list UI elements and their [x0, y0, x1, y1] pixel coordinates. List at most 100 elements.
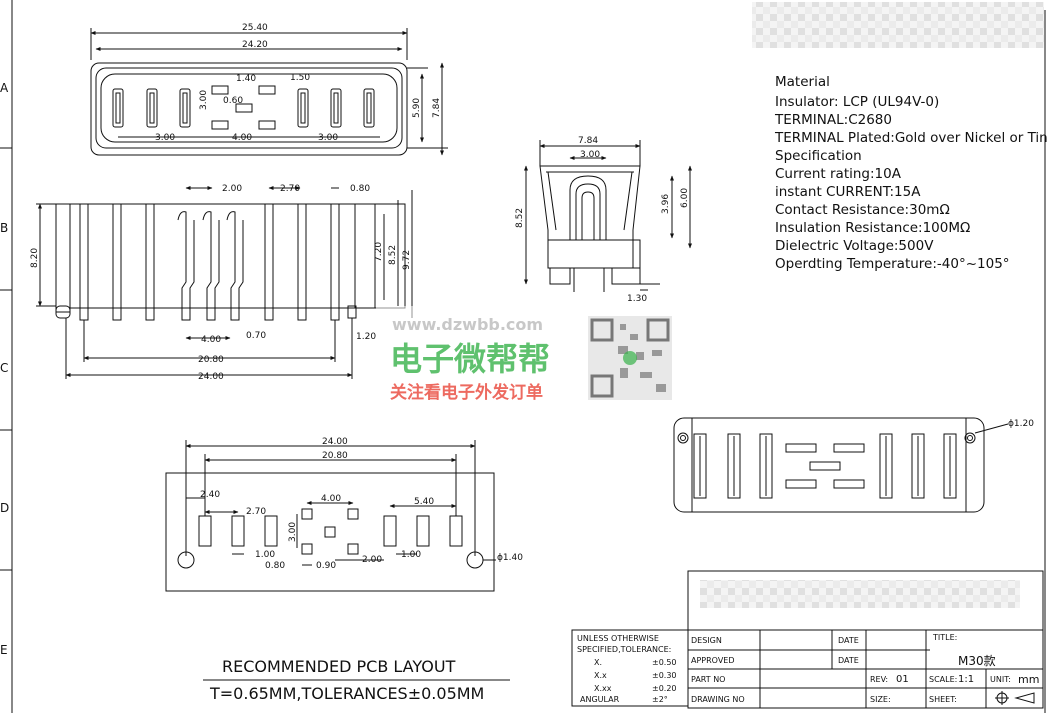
tolerance-label: X.x [594, 671, 607, 680]
spec-line: TERMINAL:C2680 [774, 112, 892, 128]
label-design: DESIGN [691, 636, 722, 645]
title-value: M30款 [958, 654, 996, 668]
spec-line: Material [775, 74, 830, 90]
spec-line: Contact Resistance:30mΩ [775, 202, 950, 218]
dim-20-80: 20.80 [198, 355, 224, 365]
dim-2-70-pcb: 2.70 [246, 507, 266, 517]
tolerance-value: ±2° [652, 695, 668, 704]
label-date-1: DATE [838, 636, 859, 645]
dim-hole-1-20: ϕ1.20 [1008, 419, 1034, 429]
dim-1-40: 1.40 [236, 74, 256, 84]
spec-line: Dielectric Voltage:500V [775, 238, 934, 254]
dim-3-00-pcb: 3.00 [288, 522, 298, 542]
front-view [90, 28, 448, 156]
dim-24-00-pcb: 24.00 [322, 437, 348, 447]
zone-label-a: A [0, 81, 9, 95]
dim-3-00-right: 3.00 [318, 133, 338, 143]
dim-20-80-pcb: 20.80 [322, 451, 348, 461]
specifications: Material Insulator: LCP (UL94V-0) TERMIN… [774, 74, 1048, 272]
tolerance-value: ±0.50 [652, 658, 677, 667]
blurred-header-area [752, 2, 1044, 48]
unit-value: mm [1018, 673, 1039, 686]
dim-1-50: 1.50 [290, 73, 310, 83]
dim-1-00-right: 1.00 [401, 550, 421, 560]
label-unit: UNIT: [990, 675, 1011, 684]
zone-label-b: B [0, 221, 8, 235]
dim-2-00-pcb: 2.00 [362, 555, 382, 565]
dim-7-84-end: 7.84 [578, 136, 598, 146]
tolerance-value: ±0.20 [652, 684, 677, 693]
dim-4-00-side: 4.00 [201, 335, 221, 345]
tolerance-value: ±0.30 [652, 671, 677, 680]
dim-4-00: 4.00 [232, 133, 252, 143]
dim-6-00: 6.00 [680, 188, 690, 208]
dim-0-80: 0.80 [350, 184, 370, 194]
dim-hole-1-40: ϕ1.40 [497, 553, 523, 563]
dim-4-00-pcb: 4.00 [321, 494, 341, 504]
tolerance-heading-2: SPECIFIED,TOLERANCE: [577, 645, 671, 654]
pcb-layout-title: RECOMMENDED PCB LAYOUT [222, 657, 456, 676]
dim-25-40: 25.40 [242, 23, 268, 33]
dim-24-00: 24.00 [198, 372, 224, 382]
watermark-title: 电子微帮帮 [390, 340, 550, 378]
dim-2-40: 2.40 [200, 490, 220, 500]
label-part-no: PART NO [691, 675, 725, 684]
pcb-layout [165, 440, 496, 592]
label-size: SIZE: [870, 695, 891, 704]
watermark-url: www.dzwbb.com [392, 315, 543, 334]
dim-0-70: 0.70 [246, 331, 266, 341]
spec-line: Insulator: LCP (UL94V-0) [775, 94, 939, 110]
dim-5-90: 5.90 [412, 98, 422, 118]
dim-9-72: 9.72 [402, 250, 412, 270]
dim-2-70: 2.70 [280, 184, 300, 194]
dim-3-00-end: 3.00 [580, 150, 600, 160]
zone-label-c: C [0, 361, 8, 375]
spec-line: Insulation Resistance:100MΩ [775, 220, 970, 236]
pcb-layout-note: T=0.65MM,TOLERANCES±0.05MM [209, 684, 484, 703]
tolerance-label: X.xx [594, 684, 612, 693]
spec-line: instant CURRENT:15A [775, 184, 921, 200]
side-view [36, 186, 413, 379]
label-rev: REV: [870, 675, 888, 684]
label-drawing-no: DRAWING NO [691, 695, 745, 704]
label-date-2: DATE [838, 656, 859, 665]
qr-code-icon [588, 316, 672, 400]
dim-3-96: 3.96 [661, 194, 671, 214]
tolerance-label: ANGULAR [580, 695, 620, 704]
watermark: www.dzwbb.com 电子微帮帮 关注看电子外发订单 [376, 306, 674, 406]
bottom-view [673, 417, 1009, 513]
spec-line: Current rating:10A [775, 166, 902, 182]
dim-5-40: 5.40 [414, 497, 434, 507]
dim-7-20: 7.20 [374, 242, 384, 262]
watermark-slogan: 关注看电子外发订单 [390, 382, 543, 403]
spec-line: Specification [775, 148, 862, 164]
zone-label-d: D [0, 501, 9, 515]
dim-0-90: 0.90 [316, 561, 336, 571]
dim-8-52-end: 8.52 [515, 208, 525, 228]
title-block [687, 570, 1044, 709]
label-approved: APPROVED [691, 656, 735, 665]
zone-label-e: E [0, 643, 8, 657]
dim-3-00-left: 3.00 [155, 133, 175, 143]
dim-8-52-side: 8.52 [388, 245, 398, 265]
dim-24-20: 24.20 [242, 40, 268, 50]
scale-value: 1:1 [958, 674, 974, 685]
spec-line: Operdting Temperature:-40°~105° [775, 256, 1010, 272]
label-sheet: SHEET: [929, 695, 957, 704]
tolerance-label: X. [594, 658, 602, 667]
end-view [524, 140, 692, 292]
dim-3-00-vertical: 3.00 [199, 90, 209, 110]
dim-0-60: 0.60 [223, 96, 243, 106]
spec-line: TERMINAL Plated:Gold over Nickel or Tin [774, 130, 1048, 146]
rev-value: 01 [896, 674, 909, 685]
dim-7-84: 7.84 [432, 98, 442, 118]
tolerance-heading-1: UNLESS OTHERWISE [577, 634, 659, 643]
dim-0-80-pcb: 0.80 [265, 561, 285, 571]
label-scale: SCALE: [929, 675, 957, 684]
dim-2-00: 2.00 [222, 184, 242, 194]
dim-1-00-left: 1.00 [255, 550, 275, 560]
dim-1-20: 1.20 [356, 332, 376, 342]
dim-8-20: 8.20 [30, 248, 40, 268]
